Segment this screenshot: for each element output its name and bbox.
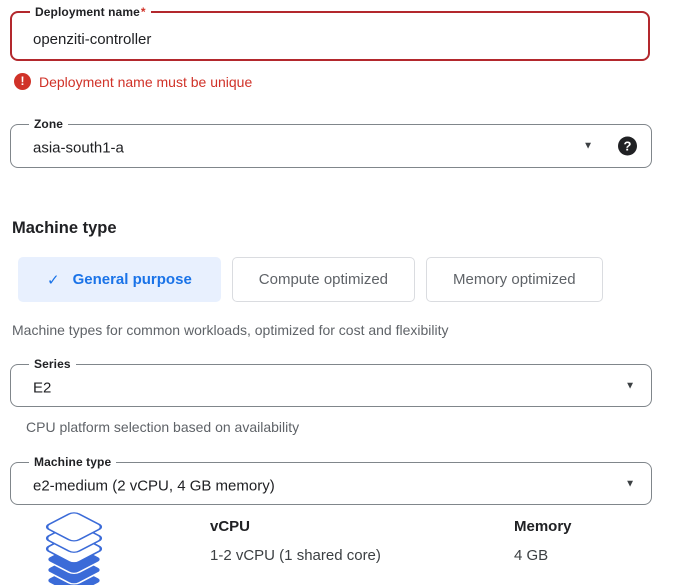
deployment-name-field: Deployment name* — [10, 4, 650, 61]
machine-type-heading: Machine type — [12, 219, 117, 237]
error-message-text: Deployment name must be unique — [39, 73, 253, 90]
chevron-down-icon[interactable]: ▼ — [625, 478, 635, 489]
tab-label: Memory optimized — [453, 271, 576, 288]
machine-type-select[interactable]: Machine type e2-medium (2 vCPU, 4 GB mem… — [10, 454, 652, 505]
series-label: Series — [29, 356, 76, 372]
chevron-down-icon[interactable]: ▼ — [583, 140, 593, 152]
series-value: E2 — [33, 379, 52, 397]
zone-value: asia-south1-a — [33, 139, 124, 157]
required-asterisk: * — [140, 5, 146, 19]
error-icon: ! — [14, 73, 31, 90]
check-icon: ✓ — [47, 271, 60, 289]
deployment-name-input[interactable] — [12, 13, 588, 59]
zone-label: Zone — [29, 116, 69, 132]
machine-type-description: Machine types for common workloads, opti… — [12, 322, 449, 338]
zone-help-icon[interactable]: ? — [618, 136, 637, 156]
chevron-down-icon[interactable]: ▼ — [625, 380, 635, 391]
deployment-name-error: ! Deployment name must be unique — [14, 73, 252, 90]
tab-memory-optimized[interactable]: Memory optimized — [426, 257, 603, 302]
tab-general-purpose[interactable]: ✓ General purpose — [18, 257, 221, 302]
vcpu-column-value: 1-2 vCPU (1 shared core) — [210, 547, 381, 564]
tab-compute-optimized[interactable]: Compute optimized — [231, 257, 416, 302]
machine-type-label: Machine type — [29, 454, 117, 470]
series-helper-text: CPU platform selection based on availabi… — [26, 419, 300, 435]
tab-label: Compute optimized — [258, 271, 389, 288]
vcpu-column-header: vCPU — [210, 518, 251, 535]
deployment-name-label: Deployment name* — [30, 4, 151, 20]
machine-spec-summary: vCPU 1-2 vCPU (1 shared core) Memory 4 G… — [0, 505, 680, 585]
series-select[interactable]: Series E2 ▼ — [10, 356, 652, 407]
machine-family-tabs: ✓ General purpose Compute optimized Memo… — [18, 257, 603, 302]
memory-column-value: 4 GB — [514, 547, 549, 564]
tab-label: General purpose — [72, 271, 192, 288]
machine-type-value: e2-medium (2 vCPU, 4 GB memory) — [33, 477, 275, 495]
layers-stack-icon — [45, 512, 103, 585]
zone-select[interactable]: Zone asia-south1-a ▼ ? — [10, 116, 652, 168]
memory-column-header: Memory — [514, 518, 572, 535]
